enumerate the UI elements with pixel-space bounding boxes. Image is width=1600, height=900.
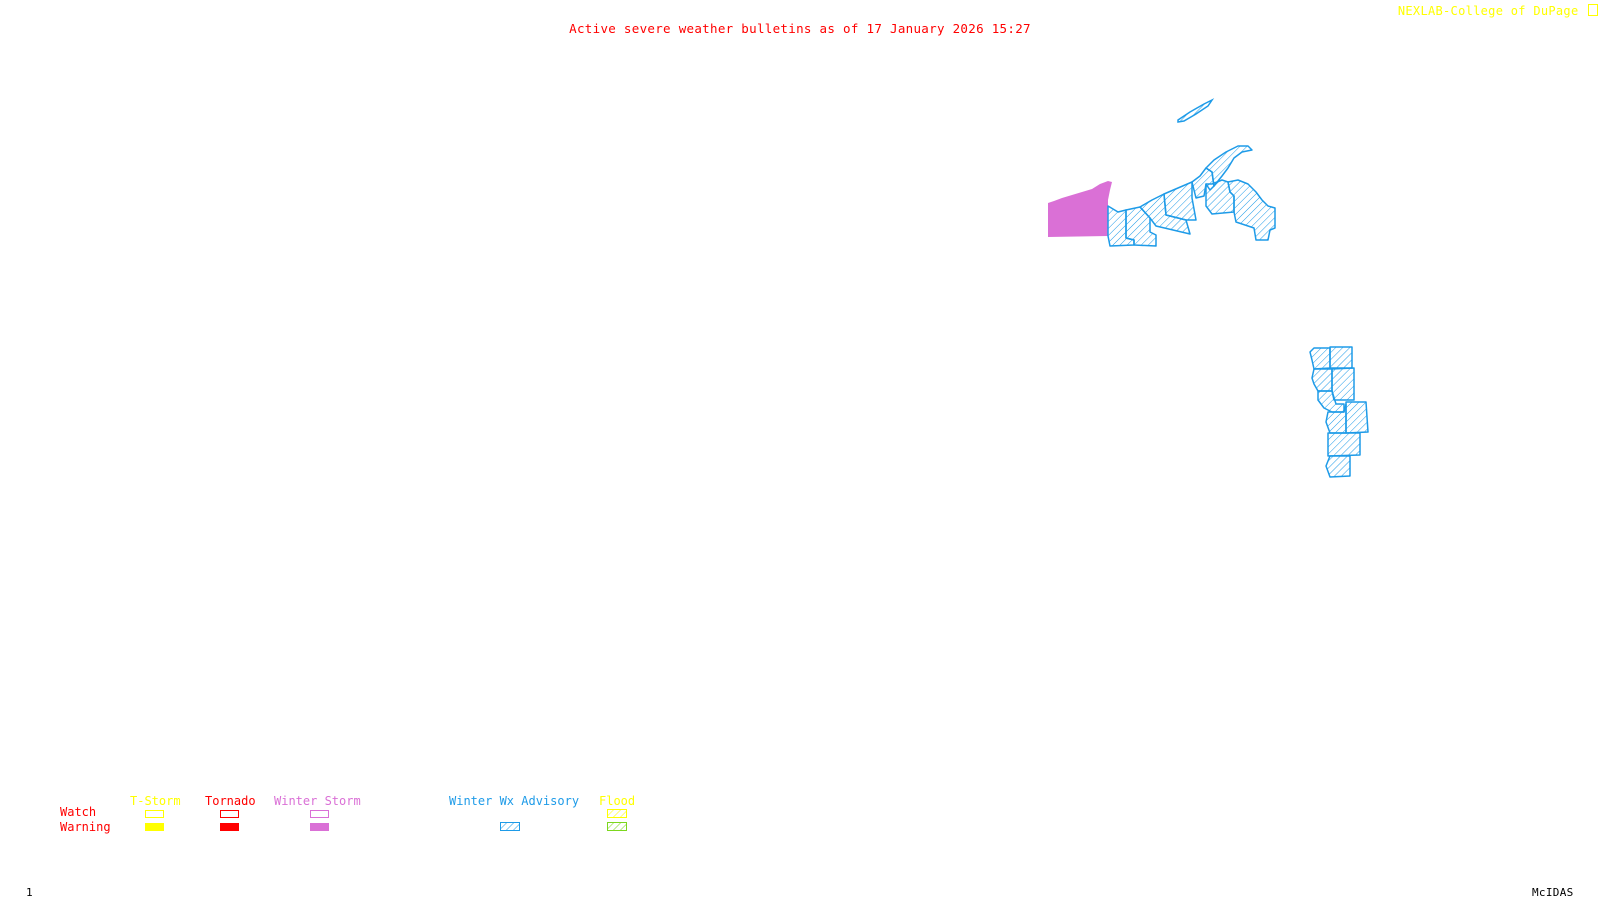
lower-michigan-advisory — [1309, 346, 1369, 478]
legend-row-watch: Watch — [60, 805, 97, 819]
legend-winter-storm-label: Winter Storm — [274, 794, 361, 808]
legend-tornado-watch-swatch — [220, 810, 239, 818]
winter-storm-warning-region — [1048, 181, 1112, 237]
legend-tornado-label: Tornado — [205, 794, 256, 808]
legend-tstorm-watch-swatch — [145, 810, 164, 818]
legend-winter-wx-advisory-swatch — [500, 822, 520, 831]
legend-flood-warning-swatch — [607, 822, 627, 831]
software-label: McIDAS — [1532, 886, 1574, 899]
legend-row-warning: Warning — [60, 820, 111, 834]
isle-royale-advisory — [1177, 98, 1215, 123]
bulletin-title: Active severe weather bulletins as of 17… — [569, 21, 1031, 36]
legend-tornado-warning-swatch — [220, 823, 239, 831]
legend-flood-label: Flood — [599, 794, 636, 808]
frame-number: 1 — [26, 886, 33, 899]
credit-label: NEXLAB-College of DuPage — [1398, 4, 1598, 18]
legend-winter-storm-warning-swatch — [310, 823, 329, 831]
credit-text: NEXLAB-College of DuPage — [1397, 4, 1579, 18]
upper-peninsula-advisory — [1107, 145, 1276, 247]
legend-flood-watch-swatch — [607, 809, 627, 818]
corner-logo-icon — [1588, 4, 1598, 16]
legend-winter-storm-watch-swatch — [310, 810, 329, 818]
legend-tstorm-warning-swatch — [145, 823, 164, 831]
legend-tstorm-label: T-Storm — [130, 794, 181, 808]
legend-winter-wx-advisory-label: Winter Wx Advisory — [449, 794, 580, 808]
